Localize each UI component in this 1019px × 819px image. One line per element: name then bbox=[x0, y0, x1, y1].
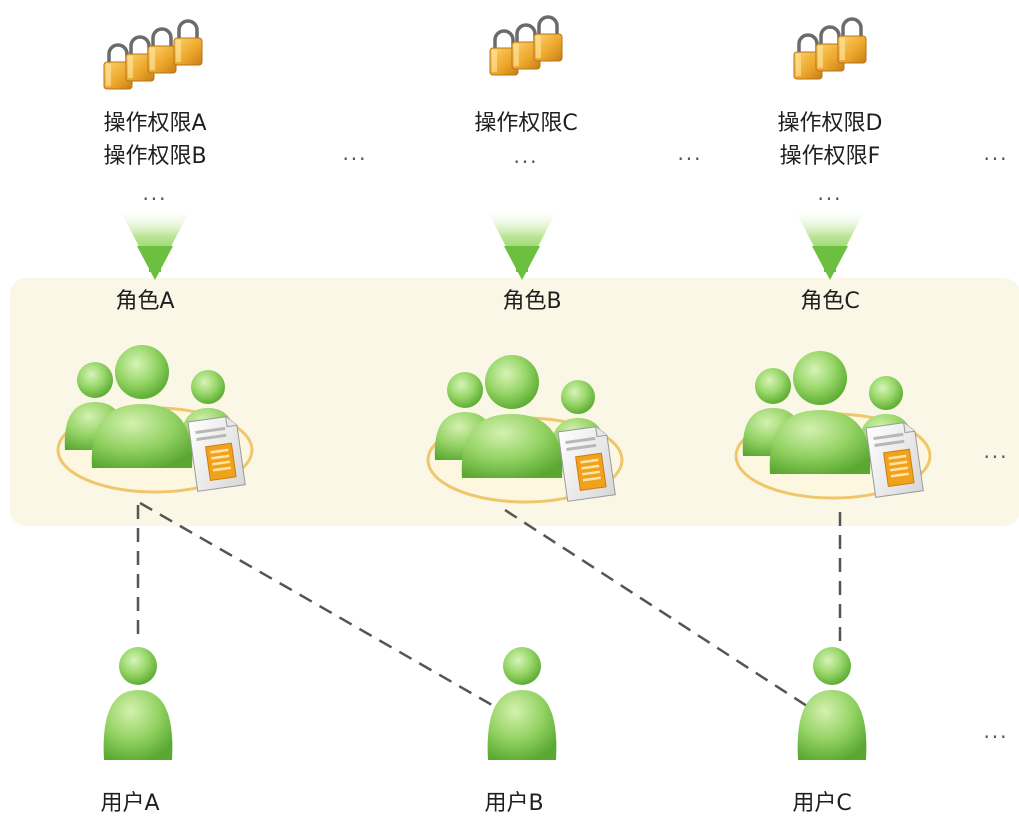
permission-more-right: ... bbox=[983, 141, 1008, 165]
padlock-icon bbox=[836, 17, 868, 65]
link-user-c-role-b bbox=[504, 508, 811, 710]
link-user-b-role-a bbox=[139, 501, 493, 707]
user-more: ... bbox=[983, 719, 1008, 743]
permission-d-label: 操作权限D bbox=[778, 111, 883, 136]
down-arrow-icon bbox=[486, 208, 558, 280]
permission-gap-ac: ... bbox=[342, 141, 367, 165]
role-a-label: 角色A bbox=[115, 289, 174, 314]
lock-group-a bbox=[102, 19, 204, 91]
permission-a-more: ... bbox=[142, 181, 167, 205]
permission-b-label: 操作权限B bbox=[103, 144, 206, 169]
user-role-links bbox=[136, 501, 842, 710]
permission-c-more: ... bbox=[513, 144, 538, 168]
down-arrow-icon bbox=[119, 208, 191, 280]
user-icon bbox=[797, 647, 867, 760]
lock-group-c bbox=[488, 15, 564, 77]
padlock-icon bbox=[172, 19, 204, 67]
lock-group-d bbox=[792, 17, 868, 81]
role-more: ... bbox=[983, 439, 1008, 463]
user-icon bbox=[103, 647, 173, 760]
permission-gap-cd: ... bbox=[677, 141, 702, 165]
user-b-label: 用户B bbox=[484, 791, 543, 816]
user-icon bbox=[487, 647, 557, 760]
permission-d-more: ... bbox=[817, 181, 842, 205]
permission-a-label: 操作权限A bbox=[103, 111, 206, 136]
role-c-label: 角色C bbox=[800, 289, 859, 314]
permission-f-label: 操作权限F bbox=[780, 144, 881, 169]
permission-c-label: 操作权限C bbox=[474, 111, 577, 136]
user-a-label: 用户A bbox=[100, 791, 159, 816]
down-arrow-icon bbox=[794, 208, 866, 280]
role-b-label: 角色B bbox=[502, 289, 561, 314]
padlock-icon bbox=[532, 15, 564, 63]
user-c-label: 用户C bbox=[792, 791, 851, 816]
padlock-icon bbox=[146, 27, 178, 75]
